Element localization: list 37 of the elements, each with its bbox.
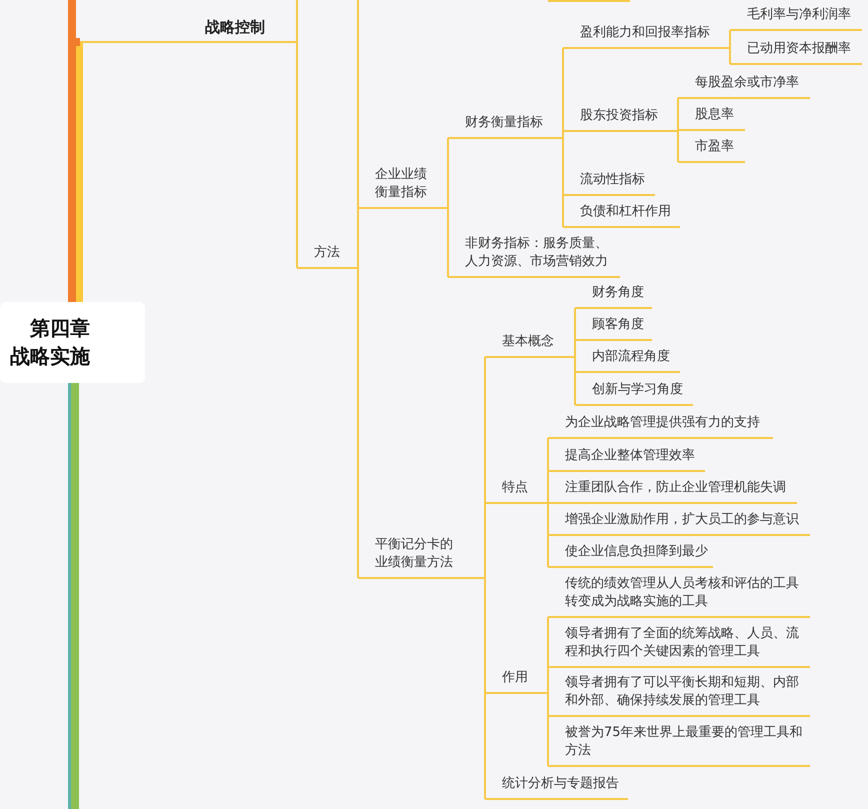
topic-label: 每股盈余或市净率	[678, 74, 810, 99]
topic-label: 已动用资本报酬率	[730, 40, 862, 65]
topic-label: 内部流程角度	[575, 348, 680, 373]
topic-label: 增强企业激励作用，扩大员工的参与意识	[548, 511, 810, 536]
topic-label: 为企业战略管理提供强有力的支持	[548, 414, 773, 439]
topic-label: 盈利能力和回报率指标	[563, 24, 720, 49]
connector-line	[475, 577, 486, 799]
topic-label: 方法	[297, 244, 348, 269]
topic-label: 特点	[485, 479, 538, 504]
topic-label: 提高企业整体管理效率	[548, 447, 705, 472]
topic-label: 领导者拥有了可以平衡长期和短期、内部和外部、确保持续发展的管理工具	[548, 674, 810, 717]
topic-label: 非财务指标：服务质量、人力资源、市场营销效力	[448, 235, 620, 278]
topic-label: 领导者拥有了全面的统筹战略、人员、流程和执行四个关键因素的管理工具	[548, 625, 810, 668]
topic-label: 流动性指标	[563, 171, 655, 196]
topic-label: 股东投资指标	[563, 107, 668, 132]
topic-label: 基本概念	[485, 333, 565, 358]
topic-label: 平衡记分卡的业绩衡量方法	[358, 536, 475, 579]
topic-label: 战略控制	[80, 18, 287, 43]
topic-label: 企业业绩衡量指标	[358, 166, 438, 209]
topic-label: 毛利率与净利润率	[730, 6, 862, 31]
topic-label: 统计分析与专题报告	[485, 775, 628, 800]
topic-label: 负债和杠杆作用	[563, 203, 680, 228]
topic-label: 被誉为75年来世界上最重要的管理工具和方法	[548, 724, 810, 767]
connector-line	[720, 47, 731, 64]
topic-label: 使企业信息负担降到最少	[548, 543, 713, 568]
topic-label: 股息率	[678, 106, 745, 131]
root-topic-box: 第四章战略实施	[0, 302, 145, 383]
topic-label: 顾客角度	[575, 316, 652, 341]
topic-label: 财务衡量指标	[448, 114, 553, 139]
topic-label: 财务角度	[575, 284, 652, 309]
connector-line	[348, 267, 359, 578]
topic-label: 创新与学习角度	[575, 381, 693, 406]
connector-line	[287, 41, 298, 268]
topic-label: 传统的绩效管理从人员考核和评估的工具转变成为战略实施的工具	[548, 575, 810, 618]
topic-label: 注重团队合作，防止企业管理机能失调	[548, 479, 797, 504]
topic-label: 市盈率	[678, 138, 745, 163]
topic-label: 作用	[485, 669, 538, 694]
